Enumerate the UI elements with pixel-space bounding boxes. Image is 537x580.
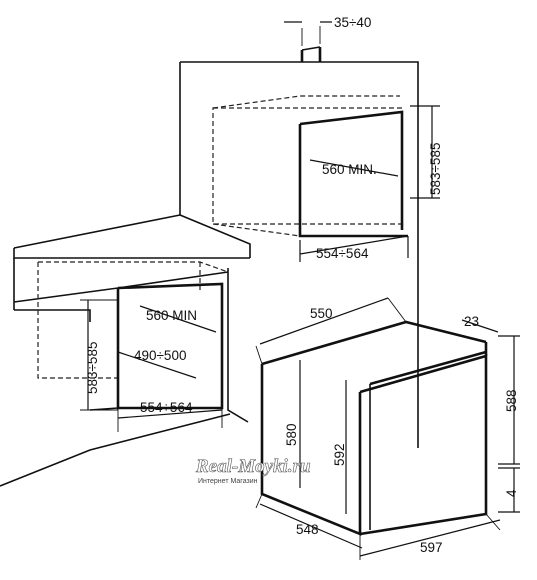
label-oven-foot: 4: [504, 489, 519, 497]
label-oven-body-height: 580: [284, 423, 299, 446]
label-oven-depth-top: 550: [310, 306, 333, 321]
oven-body: [260, 320, 488, 536]
oven-dimension-lines: [255, 297, 520, 560]
label-upper-height: 583÷585: [428, 143, 443, 195]
label-top-gap: 35÷40: [334, 15, 371, 30]
label-lower-inner-depth: 490÷500: [134, 348, 186, 363]
label-lower-depth: 560 MIN: [146, 308, 197, 323]
watermark-brand: Real-Moyki.ru: [195, 456, 311, 477]
watermark-subtitle: Интернет Магазин: [198, 478, 258, 485]
label-lower-width: 554÷564: [140, 400, 193, 415]
label-oven-front-height: 592: [332, 443, 347, 466]
label-oven-height-right: 588: [504, 389, 519, 412]
upper-cabinet: [179, 46, 419, 448]
label-lower-height: 583÷585: [85, 342, 100, 394]
upper-niche-opening: [298, 110, 408, 238]
label-oven-width: 597: [420, 540, 443, 555]
label-oven-depth-bottom: 548: [296, 522, 319, 537]
lower-cabinet: [0, 261, 249, 487]
lower-dimension-lines: [80, 299, 223, 432]
label-oven-front-offset: 23: [464, 314, 479, 329]
upper-dimension-lines: [284, 21, 440, 262]
label-upper-depth: 560 MIN.: [322, 162, 377, 177]
label-upper-width: 554÷564: [316, 246, 369, 261]
